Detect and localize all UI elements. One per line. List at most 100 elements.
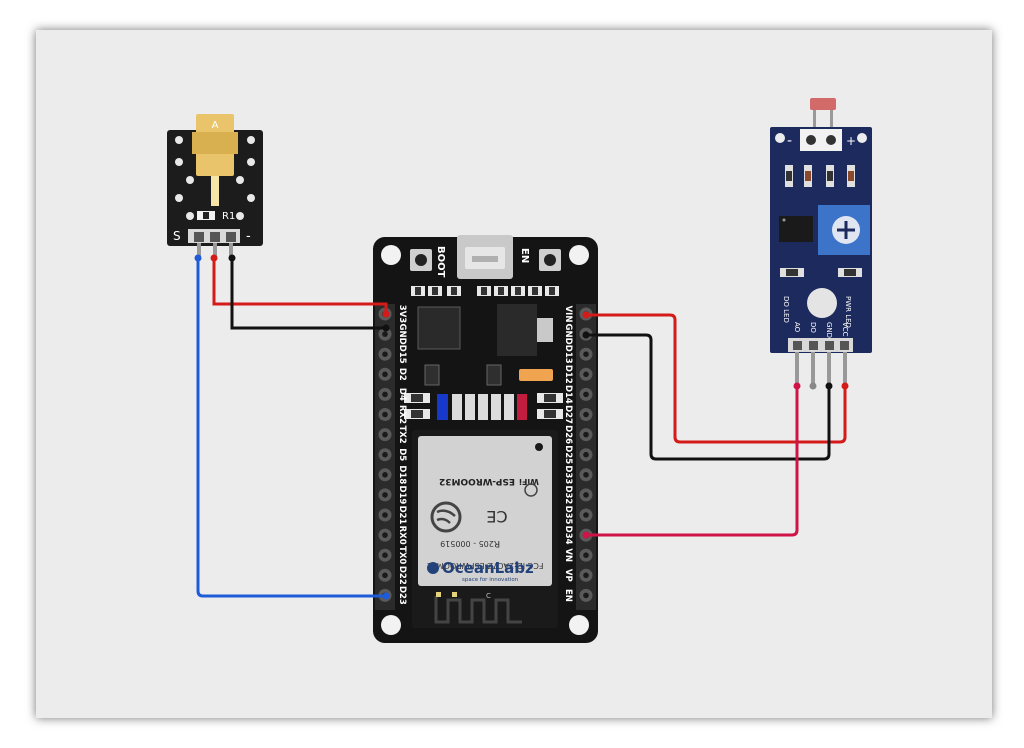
right-pin-label-en: EN	[563, 589, 573, 602]
wire-end-dot	[825, 382, 833, 390]
usb-uart-chip	[417, 306, 461, 350]
pwr-led-label: PWR LED	[844, 296, 852, 328]
left-pin-label-d2: D2	[397, 368, 407, 381]
right-header-pin-hole	[583, 351, 589, 358]
ldr-minus-label: -	[787, 133, 792, 149]
right-header-pin-hole	[583, 572, 589, 579]
wire-end-dot	[582, 531, 590, 539]
laser-chip-letter: A	[212, 120, 219, 131]
right-header-pin-hole	[583, 492, 589, 498]
right-header-pin-hole	[583, 391, 589, 398]
resistor-label: R1	[222, 211, 235, 222]
module-ce-mark: CE	[486, 507, 507, 526]
left-pin-label-3v3: 3V3	[397, 305, 407, 323]
wire-ldr-gnd-to-gnd[interactable]	[586, 333, 831, 461]
wires	[194, 254, 849, 600]
right-header-pin-hole	[583, 371, 589, 378]
blue-led	[437, 394, 448, 420]
espressif-logo-icon	[430, 501, 462, 533]
left-pin-label-tx0: TX0	[397, 546, 407, 564]
left-pin-label-d23: D23	[397, 586, 407, 605]
left-pin-label-gnd: GND	[397, 324, 407, 345]
right-header-pin-hole	[583, 451, 589, 458]
left-pin-label-d21: D21	[397, 506, 407, 525]
wire-end-dot	[382, 324, 390, 332]
left-header-pin-hole	[382, 492, 388, 498]
left-header-pin-hole	[382, 391, 388, 398]
ldr-pin-label-ao: AO	[793, 322, 801, 333]
wire-ldr-ao-to-d34[interactable]	[586, 386, 799, 537]
right-pin-label-vp: VP	[563, 569, 573, 582]
left-header-pin-hole	[382, 411, 388, 418]
left-pin-label-d19: D19	[397, 485, 407, 504]
right-pin-label-vn: VN	[563, 548, 573, 562]
ldr-pin-label-gnd: GND	[825, 322, 833, 338]
right-header-pin-hole	[583, 411, 589, 418]
left-header-pin-hole	[382, 331, 388, 337]
right-header-pin-hole	[583, 512, 589, 518]
left-header-pin-hole	[382, 351, 388, 358]
right-pin-label-d12: D12	[563, 365, 573, 384]
right-pin-label-d27: D27	[563, 405, 573, 424]
ldr-plus-label: +	[846, 134, 856, 148]
esp32-board[interactable]: BOOT EN FCC	[373, 235, 598, 643]
left-pin-label-d15: D15	[397, 345, 407, 364]
wire-ldr-vcc-to-vin[interactable]	[586, 313, 847, 444]
wire-end-dot	[194, 254, 202, 262]
left-header-pin-hole	[382, 572, 388, 579]
wire-laser-minus-to-gnd[interactable]	[230, 258, 386, 330]
ldr-pin-label-vcc: VCC	[841, 322, 849, 337]
left-header-pin-hole	[382, 431, 388, 438]
right-pin-label-d34: D34	[563, 526, 573, 545]
boot-label: BOOT	[435, 246, 446, 278]
wire-end-dot	[382, 592, 390, 600]
right-header-pin-hole	[583, 472, 589, 478]
wire-end-dot	[382, 310, 390, 318]
left-header-pin-hole	[382, 472, 388, 478]
wire-end-dot	[210, 254, 218, 262]
wire-end-dot	[841, 382, 849, 390]
left-header-pin-hole	[382, 451, 388, 458]
module-cert-text: 205 - 000519	[440, 539, 494, 548]
left-header-pin-hole	[382, 532, 388, 538]
right-pin-label-d14: D14	[563, 385, 573, 404]
compliance-mark-icon	[524, 483, 538, 497]
ldr-pin-label-do: DO	[809, 322, 817, 333]
capacitor	[519, 369, 553, 381]
do-led-label: DO LED	[782, 296, 790, 323]
left-header-pin-hole	[382, 552, 388, 558]
left-header-pin-hole	[382, 371, 388, 378]
wire-end-dot	[809, 382, 817, 390]
module-fcc-text: FCC ID:2AC7Z-ESPWROOM32	[427, 561, 544, 570]
right-pin-label-d32: D32	[563, 485, 573, 504]
wire-end-dot	[582, 311, 590, 319]
antenna-trace	[434, 596, 522, 624]
right-pin-label-vin: VIN	[563, 306, 573, 323]
module-name-text: ESP-WROOM32	[439, 476, 515, 486]
red-led	[517, 394, 527, 420]
left-pin-label-rx0: RX0	[397, 526, 407, 545]
left-pin-label-tx2: TX2	[397, 425, 407, 443]
antenna-mark: C	[486, 592, 491, 600]
right-pin-label-d25: D25	[563, 445, 573, 464]
brand-tagline: space for innovation	[462, 577, 519, 583]
wire-laser-signal-to-d23[interactable]	[196, 258, 386, 598]
ldr-module[interactable]: - + DO LED PWR LED AO DO GND VCC	[770, 98, 872, 386]
laser-pin-s-label: S	[173, 229, 181, 243]
right-pin-label-d35: D35	[563, 506, 573, 525]
right-header-pin-hole	[583, 592, 589, 599]
regulator-chip	[497, 304, 537, 356]
wire-laser-plus-to-3v3[interactable]	[212, 258, 388, 314]
ldr-indicator-led	[807, 288, 837, 318]
wire-end-dot	[582, 331, 590, 339]
module-r-mark: R	[494, 538, 500, 548]
brand-logo-icon	[427, 562, 439, 574]
left-pin-label-d22: D22	[397, 566, 407, 585]
module-wifi-mark: WiFi	[519, 477, 539, 486]
right-pin-label-gnd: GND	[563, 324, 573, 345]
left-pin-label-d4: D4	[397, 388, 407, 401]
right-header-pin-hole	[583, 431, 589, 438]
laser-module[interactable]: A R1 S -	[167, 114, 263, 257]
left-pin-label-d18: D18	[397, 465, 407, 484]
